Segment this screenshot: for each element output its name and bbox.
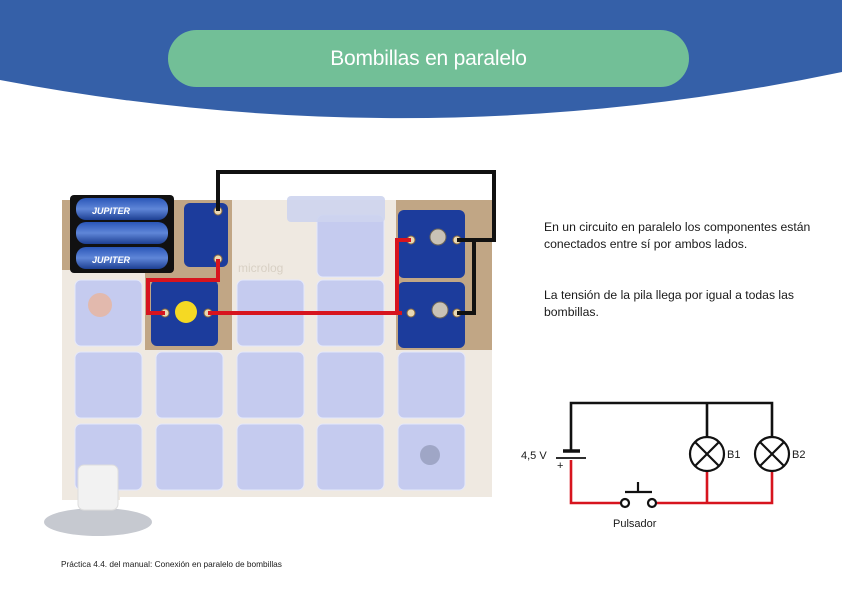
red-wire-left (146, 259, 220, 315)
svg-text:JUPITER: JUPITER (92, 255, 131, 265)
red-wire-bridge (395, 238, 411, 313)
faded-motor (77, 464, 119, 511)
black-wire (216, 170, 496, 242)
schematic-top-wire (569, 401, 774, 452)
schematic-bottom-wire-right (657, 471, 774, 505)
bulb-b1-symbol (688, 435, 726, 473)
page-title: Bombillas en paralelo (330, 46, 527, 70)
battery-plus-sign: + (557, 460, 563, 472)
battery-holder: JUPITER JUPITER (70, 195, 174, 273)
figure-caption: Práctica 4.4. del manual: Conexión en pa… (61, 559, 282, 569)
faded-battery (287, 196, 385, 222)
faded-modules (74, 214, 466, 491)
title-pill: Bombillas en paralelo (168, 30, 689, 87)
switch-label: Pulsador (613, 518, 657, 530)
bulb-module-2 (398, 282, 465, 348)
description-paragraph-2: La tensión de la pila llega por igual a … (544, 288, 795, 319)
push-switch-symbol (619, 482, 658, 509)
description-paragraph-1: En un circuito en paralelo los component… (544, 220, 811, 251)
black-wire-bridge (457, 240, 476, 315)
schematic-bottom-wire-left (569, 460, 621, 505)
faded-wheel (44, 508, 152, 536)
faded-led (88, 293, 112, 317)
svg-text:JUPITER: JUPITER (92, 206, 131, 216)
push-button-cap (175, 301, 197, 323)
switch-module (184, 203, 228, 267)
bulb-b2-symbol (753, 435, 791, 473)
bulb-b2-label: B2 (792, 449, 805, 461)
board-logo: microlog (238, 261, 283, 275)
bulb-b1-label: B1 (727, 449, 740, 461)
board-wires (146, 170, 496, 315)
battery-label: 4,5 V (521, 450, 547, 462)
faded-buzzer (420, 445, 440, 465)
battery-symbol (556, 449, 586, 459)
circuit-board-photo: microlog JUPITER JUPITER (44, 170, 496, 536)
